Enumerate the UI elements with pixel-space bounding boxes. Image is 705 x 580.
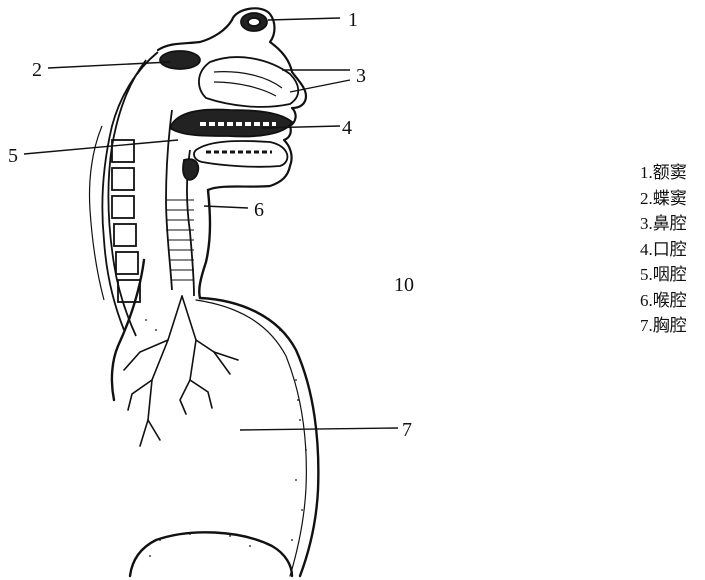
- callout-3: 3: [356, 65, 366, 87]
- legend-item: 1.额窦: [640, 160, 687, 186]
- legend-item: 3.鼻腔: [640, 211, 687, 237]
- airway: [166, 110, 198, 296]
- legend-item: 5.咽腔: [640, 262, 687, 288]
- legend-item: 4.口腔: [640, 237, 687, 263]
- trunk-outline: [112, 190, 318, 576]
- callout-6: 6: [254, 199, 264, 221]
- legend-item: 2.蝶窦: [640, 186, 687, 212]
- callout-7: 7: [402, 419, 412, 441]
- callout-2: 2: [32, 59, 42, 81]
- bronchial-tree: [124, 296, 238, 446]
- callout-5: 5: [8, 145, 18, 167]
- figure-number: 10: [394, 274, 414, 297]
- spine: [90, 52, 159, 336]
- legend: 1.额窦 2.蝶窦 3.鼻腔 4.口腔 5.咽腔 6.喉腔 7.胸腔: [640, 160, 687, 339]
- legend-item: 6.喉腔: [640, 288, 687, 314]
- legend-item: 7.胸腔: [640, 313, 687, 339]
- upper-cavities: [160, 13, 298, 167]
- callout-4: 4: [342, 117, 352, 139]
- callout-1: 1: [348, 9, 358, 31]
- chest-stippling: [145, 319, 307, 557]
